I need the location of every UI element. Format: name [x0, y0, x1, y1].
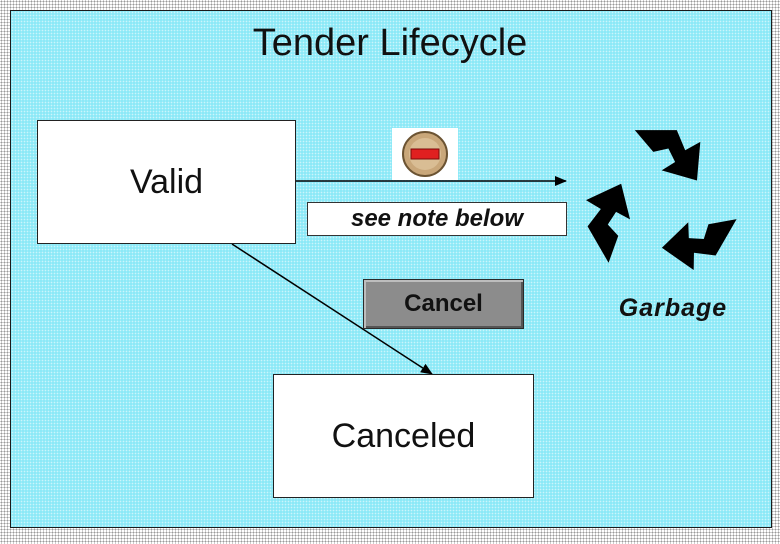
diagram-panel [10, 10, 772, 528]
garbage-label: Garbage [618, 294, 728, 322]
recycle-icon [586, 130, 737, 270]
diagram-title: Tender Lifecycle [252, 22, 528, 64]
state-canceled-label: Canceled [331, 416, 476, 455]
state-canceled: Canceled [273, 374, 534, 498]
recycle-arrow-1 [634, 130, 701, 181]
note-label: see note below [307, 202, 567, 236]
state-valid: Valid [37, 120, 296, 244]
cancel-button[interactable]: Cancel [363, 279, 524, 329]
remove-icon [392, 128, 458, 180]
arrow-valid-to-canceled [231, 243, 433, 375]
state-valid-label: Valid [129, 162, 204, 201]
recycle-arrow-3 [586, 183, 631, 263]
recycle-arrow-2 [661, 219, 737, 270]
